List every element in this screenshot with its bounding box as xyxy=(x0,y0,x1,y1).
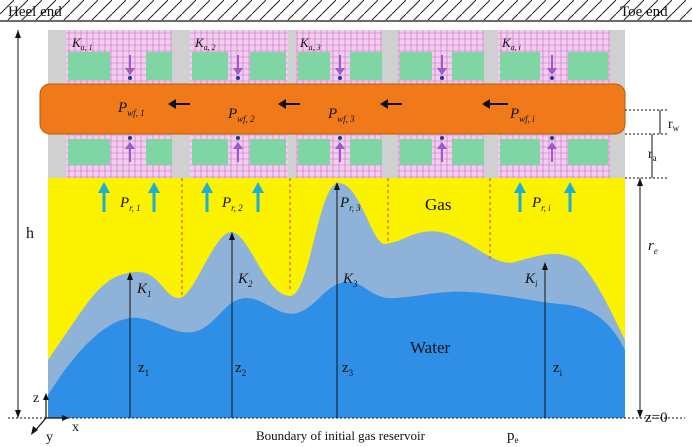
toe-end-label: Toe end xyxy=(620,4,668,20)
gas-inflow-arrows xyxy=(98,182,576,212)
ki-zone-label: Ki xyxy=(524,271,538,289)
pr-2-label: Pr, 2 xyxy=(221,195,243,213)
pe-label: pe xyxy=(507,428,519,445)
k-segment-2-label: Ka, 2 xyxy=(194,35,216,52)
ground-surface xyxy=(0,0,692,22)
rw-label: rw xyxy=(668,117,680,133)
h-label: h xyxy=(26,225,34,242)
water-region-label: Water xyxy=(410,338,450,357)
h-dimension xyxy=(15,30,21,418)
horizontal-wellbore xyxy=(39,83,626,135)
axis-x-label: x xyxy=(72,420,79,435)
k1-zone-label: K1 xyxy=(136,281,152,299)
z0-label: z=0 xyxy=(645,410,668,426)
pwf-2-label: Pwf, 2 xyxy=(227,106,255,124)
z2-label: z2 xyxy=(235,360,246,378)
coordinate-axes xyxy=(31,393,69,435)
k2-zone-label: K2 xyxy=(237,271,253,289)
gas-region-label: Gas xyxy=(425,195,451,214)
right-dimensions xyxy=(625,109,668,418)
segment-boundary-lines xyxy=(181,178,491,296)
matrix-flow-arrows xyxy=(125,55,557,162)
axis-y-label: y xyxy=(46,430,53,445)
height-measurement-lines xyxy=(127,182,548,418)
zi-label: zi xyxy=(553,360,563,378)
k-segment-i-label: Ka, i xyxy=(501,35,521,52)
z1-label: z1 xyxy=(138,360,149,378)
heel-end-label: Heel end xyxy=(8,4,62,20)
pwf-3-label: Pwf, 3 xyxy=(327,106,355,124)
wellbore-flow-arrows xyxy=(168,99,508,109)
axis-z-label: z xyxy=(33,391,39,406)
k-segment-1-label: Ka, 1 xyxy=(71,35,93,52)
pwf-i-label: Pwf, i xyxy=(509,106,535,124)
perforation-dots xyxy=(128,76,554,140)
pr-i-label: Pr, i xyxy=(531,195,551,213)
k-segment-3-label: Ka, 3 xyxy=(299,35,321,52)
ra-label: ra xyxy=(648,147,657,163)
re-label: re xyxy=(648,238,658,256)
pr-3-label: Pr, 3 xyxy=(339,195,361,213)
boundary-label: Boundary of initial gas reservoir xyxy=(256,428,426,443)
z3-label: z3 xyxy=(342,360,354,378)
pwf-1-label: Pwf, 1 xyxy=(117,100,145,118)
pr-1-label: Pr, 1 xyxy=(119,195,141,213)
k3-zone-label: K3 xyxy=(342,271,358,289)
